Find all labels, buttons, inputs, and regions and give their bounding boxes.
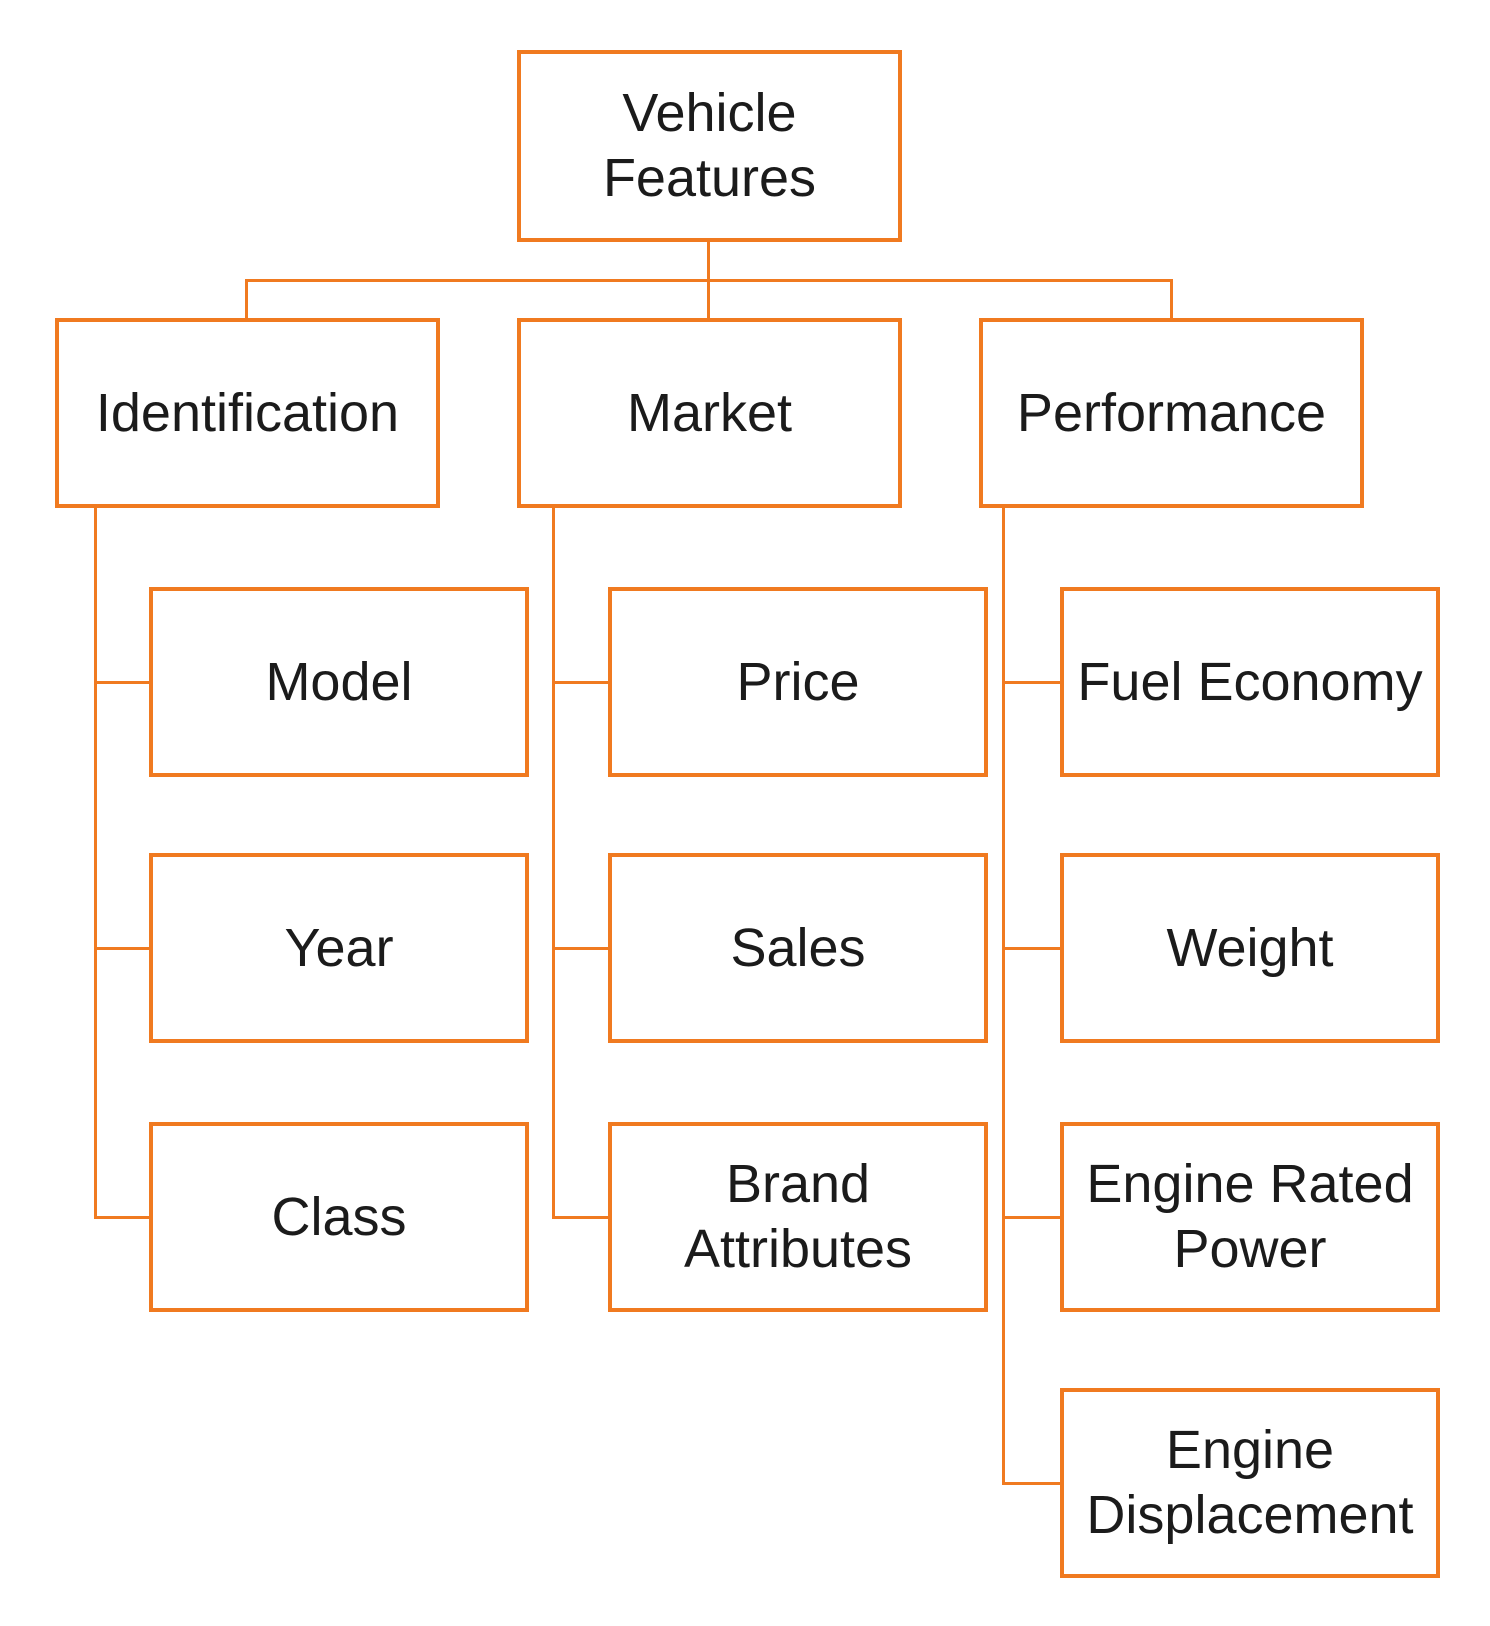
connector-identification-drop xyxy=(94,508,97,1219)
node-brand-attributes-label: Brand Attributes xyxy=(683,1154,913,1279)
node-market-label: Market xyxy=(626,382,793,443)
node-engine-displacement-label: Engine Displacement xyxy=(1086,1420,1414,1545)
node-price-label: Price xyxy=(736,651,860,712)
connector-performance-drop xyxy=(1002,508,1005,1485)
node-model-label: Model xyxy=(265,651,413,712)
node-market: Market xyxy=(517,318,902,508)
connector-fuel-economy-stub xyxy=(1002,681,1060,684)
connector-sales-stub xyxy=(552,947,608,950)
node-weight-label: Weight xyxy=(1166,917,1334,978)
connector-market-drop xyxy=(552,508,555,1219)
connector-performance-stub xyxy=(1170,279,1173,318)
node-year: Year xyxy=(149,853,529,1043)
node-performance-label: Performance xyxy=(1016,382,1327,443)
node-class-label: Class xyxy=(271,1186,407,1247)
node-sales: Sales xyxy=(608,853,988,1043)
node-engine-rated-power: Engine Rated Power xyxy=(1060,1122,1440,1312)
node-year-label: Year xyxy=(284,917,394,978)
node-engine-rated-power-label: Engine Rated Power xyxy=(1086,1154,1414,1279)
connector-class-stub xyxy=(94,1216,149,1219)
node-vehicle-features: Vehicle Features xyxy=(517,50,902,242)
connector-price-stub xyxy=(552,681,608,684)
node-fuel-economy-label: Fuel Economy xyxy=(1077,651,1423,712)
node-identification: Identification xyxy=(55,318,440,508)
connector-model-stub xyxy=(94,681,149,684)
node-engine-displacement: Engine Displacement xyxy=(1060,1388,1440,1578)
node-price: Price xyxy=(608,587,988,777)
node-vehicle-features-label: Vehicle Features xyxy=(602,83,817,208)
connector-engine-displacement-stub xyxy=(1002,1482,1060,1485)
node-identification-label: Identification xyxy=(95,382,400,443)
connector-year-stub xyxy=(94,947,149,950)
node-sales-label: Sales xyxy=(730,917,866,978)
connector-weight-stub xyxy=(1002,947,1060,950)
node-brand-attributes: Brand Attributes xyxy=(608,1122,988,1312)
node-fuel-economy: Fuel Economy xyxy=(1060,587,1440,777)
node-weight: Weight xyxy=(1060,853,1440,1043)
connector-identification-stub xyxy=(245,279,248,318)
connector-brand-attributes-stub xyxy=(552,1216,608,1219)
connector-rail xyxy=(245,279,1173,282)
node-class: Class xyxy=(149,1122,529,1312)
connector-engine-rated-power-stub xyxy=(1002,1216,1060,1219)
node-model: Model xyxy=(149,587,529,777)
node-performance: Performance xyxy=(979,318,1364,508)
